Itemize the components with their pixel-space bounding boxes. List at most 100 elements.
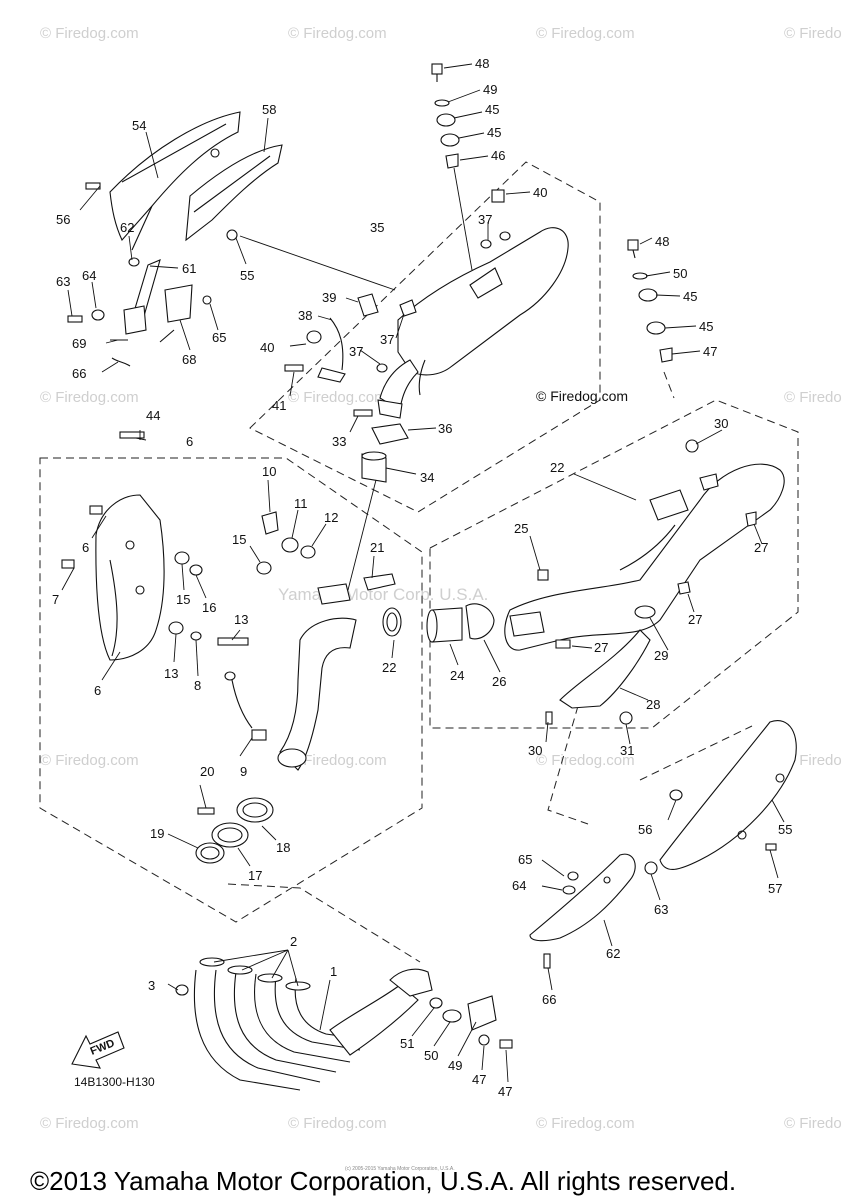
mount-hardware-stack-right xyxy=(627,239,673,363)
callout: 15 xyxy=(232,532,246,547)
muffler-assembly-23 xyxy=(504,439,785,651)
callout: 45 xyxy=(683,289,697,304)
callout: 55 xyxy=(778,822,792,837)
callout: 9 xyxy=(240,764,247,779)
callout: 63 xyxy=(56,274,70,289)
callout: 50 xyxy=(673,266,687,281)
copyright-notice: ©2013 Yamaha Motor Corporation, U.S.A. A… xyxy=(30,1166,736,1196)
callout: 57 xyxy=(768,881,782,896)
callout: 66 xyxy=(542,992,556,1007)
watermark: © Firedog.com xyxy=(784,389,842,406)
callout: 56 xyxy=(638,822,652,837)
callout: 37 xyxy=(349,344,363,359)
watermark: © Firedog.com xyxy=(536,25,635,42)
boundary-33 xyxy=(249,161,601,513)
gaskets-17-19 xyxy=(195,797,274,864)
exhaust-header-1 xyxy=(175,957,513,1091)
callout: 11 xyxy=(294,496,308,511)
center-watermark: Yamaha Motor Corp. U.S.A. xyxy=(278,585,488,604)
callout: 19 xyxy=(150,826,164,841)
watermark: © Firedog.com xyxy=(536,1115,635,1132)
diagram-code: 14B1300-H130 xyxy=(74,1075,155,1089)
callout: 69 xyxy=(72,336,86,351)
mount-hardware-stack-left xyxy=(431,63,505,271)
callout: 27 xyxy=(688,612,702,627)
assembly-boundaries xyxy=(39,161,799,963)
callout: 1 xyxy=(330,964,337,979)
callout: 65 xyxy=(518,852,532,867)
callout: 47 xyxy=(498,1084,512,1099)
callout: 62 xyxy=(606,946,620,961)
callout: 35 xyxy=(370,220,384,235)
callout: 62 xyxy=(120,220,134,235)
watermark: © Firedog.com xyxy=(40,1115,139,1132)
boundary-header-link xyxy=(227,883,421,963)
callout: 58 xyxy=(262,102,276,117)
callout: 29 xyxy=(654,648,668,663)
callout: 18 xyxy=(276,840,290,855)
callout: 48 xyxy=(655,234,669,249)
boundary-23-top-link xyxy=(663,371,675,399)
callout: 61 xyxy=(182,261,196,276)
watermark: © Firedog.com xyxy=(784,1115,842,1132)
heat-cover-5 xyxy=(95,494,165,661)
boundary-59-link xyxy=(547,705,589,825)
callout: 20 xyxy=(200,764,214,779)
heat-guard-28 xyxy=(545,629,651,725)
callout: 6 xyxy=(82,540,89,555)
exhaust-pipe-assembly-4 xyxy=(224,573,396,771)
callout: 28 xyxy=(646,697,660,712)
callout-labels: 48 49 45 45 46 40 37 35 48 50 45 45 47 5… xyxy=(52,56,792,1099)
callout: 27 xyxy=(594,640,608,655)
callout: 45 xyxy=(485,102,499,117)
callout: 45 xyxy=(699,319,713,334)
callout: 27 xyxy=(754,540,768,555)
callout: 49 xyxy=(448,1058,462,1073)
callout: 37 xyxy=(380,332,394,347)
tiny-copyright: (c) 2005-2015 Yamaha Motor Corporation, … xyxy=(345,1166,455,1172)
watermark: © Firedog.com xyxy=(784,25,842,42)
callout: 64 xyxy=(512,878,526,893)
watermark: © Firedog.com xyxy=(40,389,139,406)
callout: 66 xyxy=(72,366,86,381)
callout: 10 xyxy=(262,464,276,479)
callout: 65 xyxy=(212,330,226,345)
callout: 16 xyxy=(202,600,216,615)
callout: 7 xyxy=(52,592,59,607)
boundary-4 xyxy=(39,457,423,923)
callout: 40 xyxy=(533,185,547,200)
callout: 50 xyxy=(424,1048,438,1063)
firedog-label: © Firedog.com xyxy=(536,388,628,404)
heat-guard-52 xyxy=(659,720,797,870)
callout: 34 xyxy=(420,470,434,485)
callout: 68 xyxy=(182,352,196,367)
callout: 45 xyxy=(487,125,501,140)
watermark: © Firedog.com xyxy=(536,752,635,769)
callout: 47 xyxy=(703,344,717,359)
callout: 63 xyxy=(654,902,668,917)
callout: 46 xyxy=(491,148,505,163)
callout: 25 xyxy=(514,521,528,536)
callout: 22 xyxy=(382,660,396,675)
callout: 26 xyxy=(492,674,506,689)
watermark: © Firedog.com xyxy=(288,389,387,406)
callout: 55 xyxy=(240,268,254,283)
callout: 40 xyxy=(260,340,274,355)
callout: 2 xyxy=(290,934,297,949)
watermark: © Firedog.com xyxy=(288,25,387,42)
callout: 33 xyxy=(332,434,346,449)
callout: 30 xyxy=(528,743,542,758)
boundary-23 xyxy=(429,399,799,729)
callout: 21 xyxy=(370,540,384,555)
callout: 15 xyxy=(176,592,190,607)
heat-guard-59 xyxy=(529,853,658,969)
callout: 37 xyxy=(478,212,492,227)
callout: 39 xyxy=(322,290,336,305)
callout: 30 xyxy=(714,416,728,431)
leader-lines xyxy=(61,63,785,1083)
heat-guard-58 xyxy=(185,144,283,242)
callout: 17 xyxy=(248,868,262,883)
callout: 13 xyxy=(234,612,248,627)
watermark: © Firedog.com xyxy=(288,752,387,769)
callout: 6 xyxy=(94,683,101,698)
